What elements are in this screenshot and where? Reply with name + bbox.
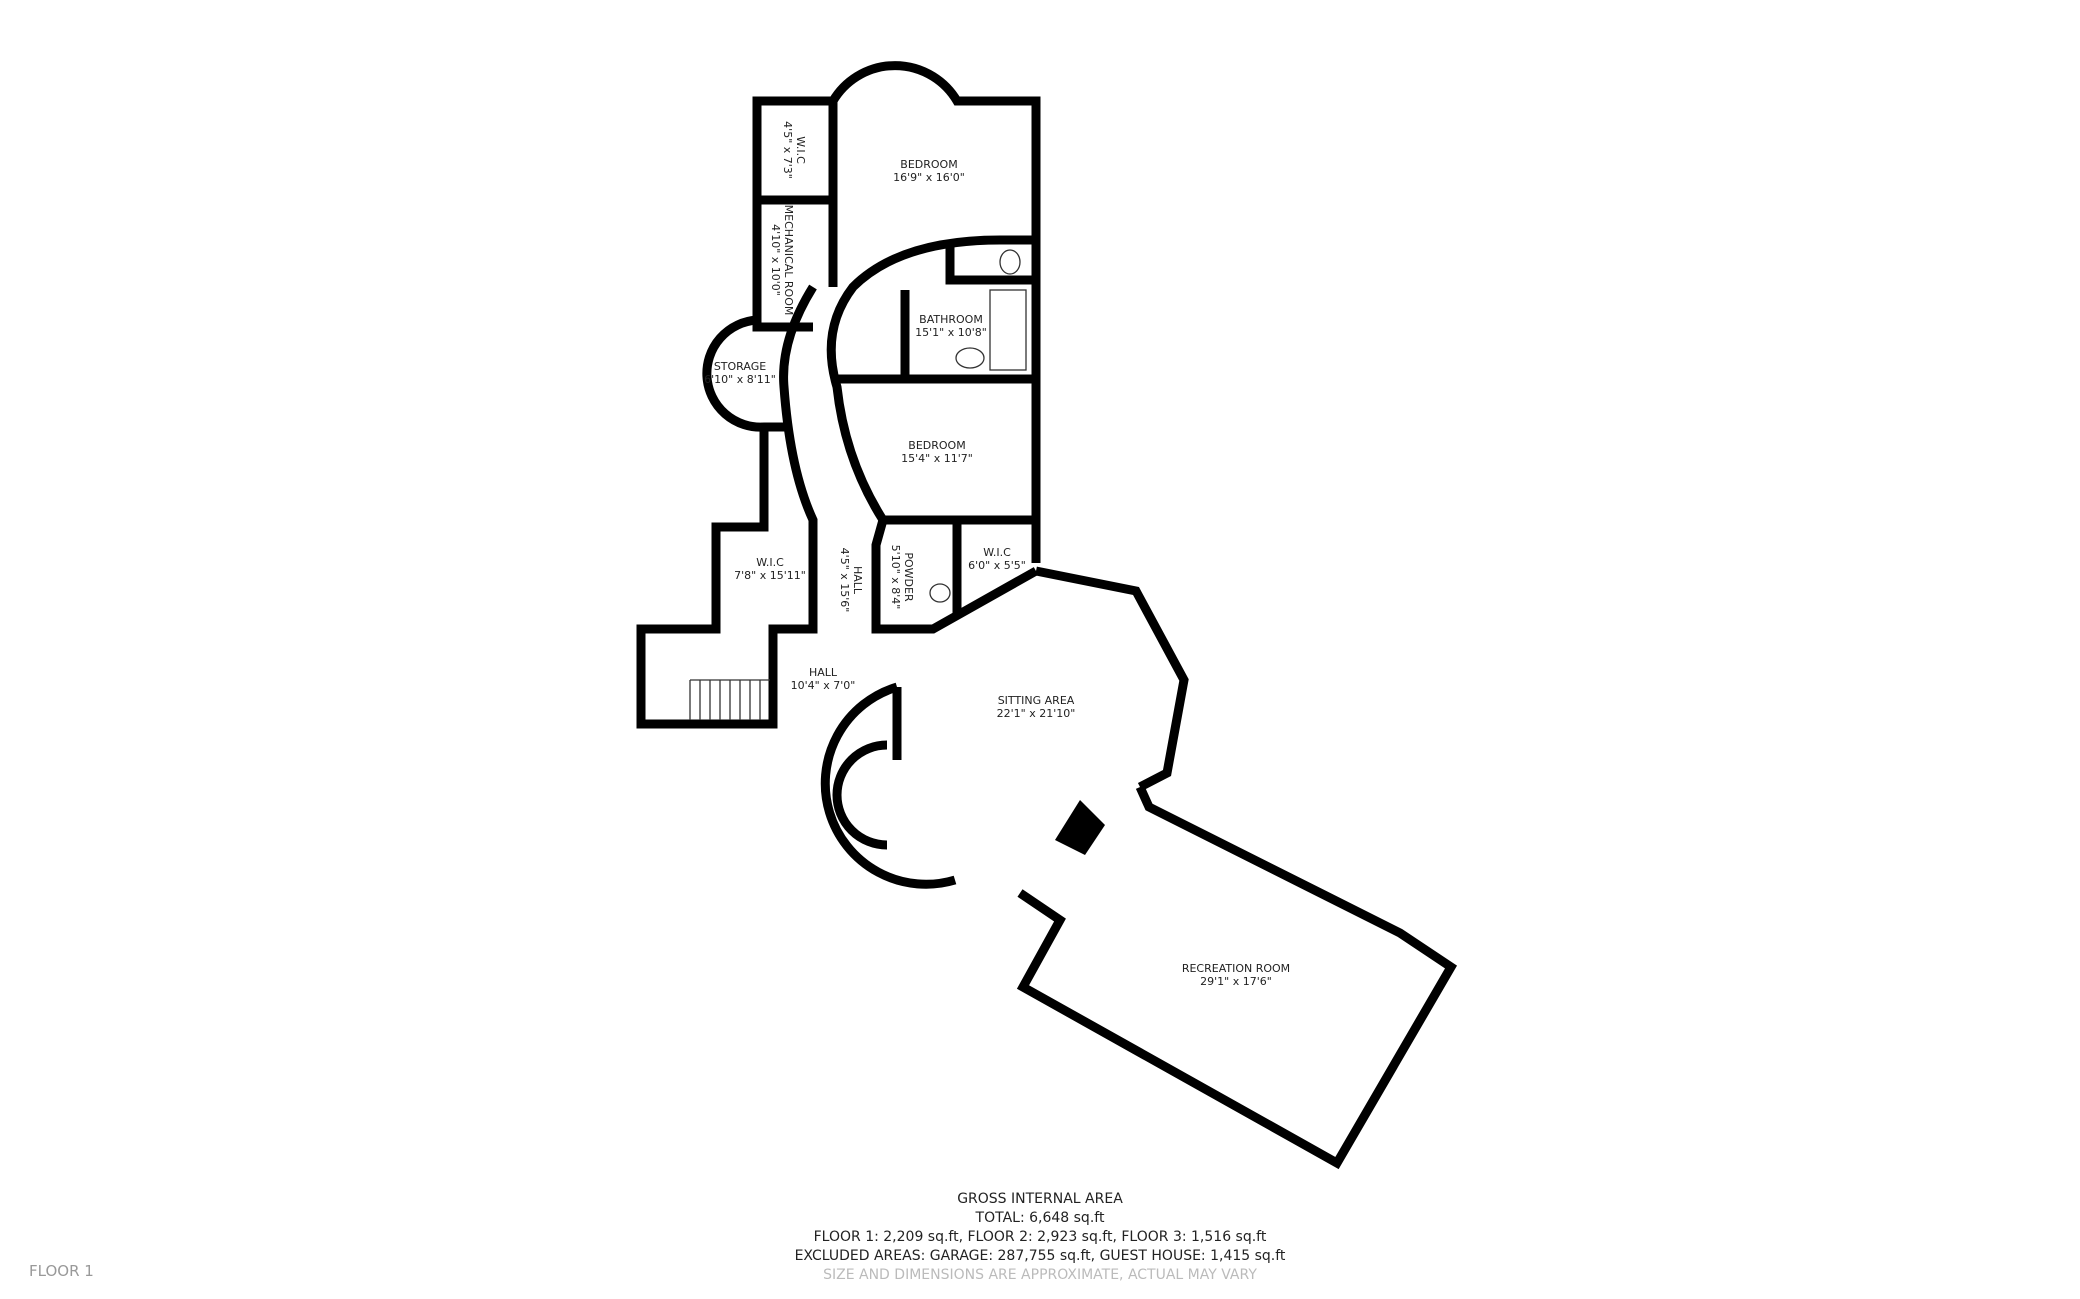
wic-right-name: W.I.C (983, 546, 1011, 559)
powder-sink (929, 583, 951, 603)
summary-excluded: EXCLUDED AREAS: GARAGE: 287,755 sq.ft, G… (794, 1248, 1286, 1264)
mechanical-dims: 4'10" x 10'0" (769, 224, 782, 296)
wic-left-name: W.I.C (756, 556, 784, 569)
walls (636, 61, 1458, 1170)
bathroom-name: BATHROOM (919, 313, 983, 326)
bedroom2-dims: 15'4" x 11'7" (901, 452, 973, 465)
bathroom-dims: 15'1" x 10'8" (915, 326, 987, 339)
sitting-name: SITTING AREA (998, 694, 1075, 707)
storage-dims: 6'10" x 8'11" (704, 373, 776, 386)
bedroom1-dims: 16'9" x 16'0" (893, 171, 965, 184)
summary-floors: FLOOR 1: 2,209 sq.ft, FLOOR 2: 2,923 sq.… (813, 1229, 1267, 1245)
mechanical-name: MECHANICAL ROOM (782, 205, 795, 316)
room-labels: BEDROOM 16'9" x 16'0" W.I.C 4'5" x 7'3" … (704, 121, 1290, 988)
hall-lower-name: HALL (809, 666, 838, 679)
storage-name: STORAGE (714, 360, 766, 373)
summary-title: GROSS INTERNAL AREA (957, 1191, 1123, 1207)
hall-lower-dims: 10'4" x 7'0" (791, 679, 856, 692)
fixtures (689, 249, 1105, 855)
summary-total: TOTAL: 6,648 sq.ft (975, 1210, 1105, 1226)
fireplace (1055, 800, 1105, 855)
wic-top-name: W.I.C (794, 136, 807, 164)
wic-top-dims: 4'5" x 7'3" (781, 121, 794, 179)
recreation-name: RECREATION ROOM (1182, 962, 1290, 975)
sink (955, 347, 985, 369)
sitting-dims: 22'1" x 21'10" (997, 707, 1076, 720)
area-summary: GROSS INTERNAL AREA TOTAL: 6,648 sq.ft F… (0, 1190, 2080, 1285)
wic-right-dims: 6'0" x 5'5" (968, 559, 1026, 572)
bedroom2-name: BEDROOM (908, 439, 965, 452)
hall-vertical-name: HALL (851, 566, 864, 595)
straight-stairs (689, 679, 770, 720)
recreation-dims: 29'1" x 17'6" (1200, 975, 1272, 988)
powder-name: POWDER (902, 552, 915, 602)
powder-dims: 5'10" x 8'4" (889, 545, 902, 610)
floor-label: FLOOR 1 (29, 1262, 94, 1280)
summary-note: SIZE AND DIMENSIONS ARE APPROXIMATE, ACT… (823, 1267, 1257, 1283)
bedroom1-name: BEDROOM (900, 158, 957, 171)
wic-left-dims: 7'8" x 15'11" (734, 569, 806, 582)
hall-vertical-dims: 4'5" x 15'6" (838, 548, 851, 613)
toilet (999, 249, 1021, 275)
bathtub (989, 289, 1027, 371)
